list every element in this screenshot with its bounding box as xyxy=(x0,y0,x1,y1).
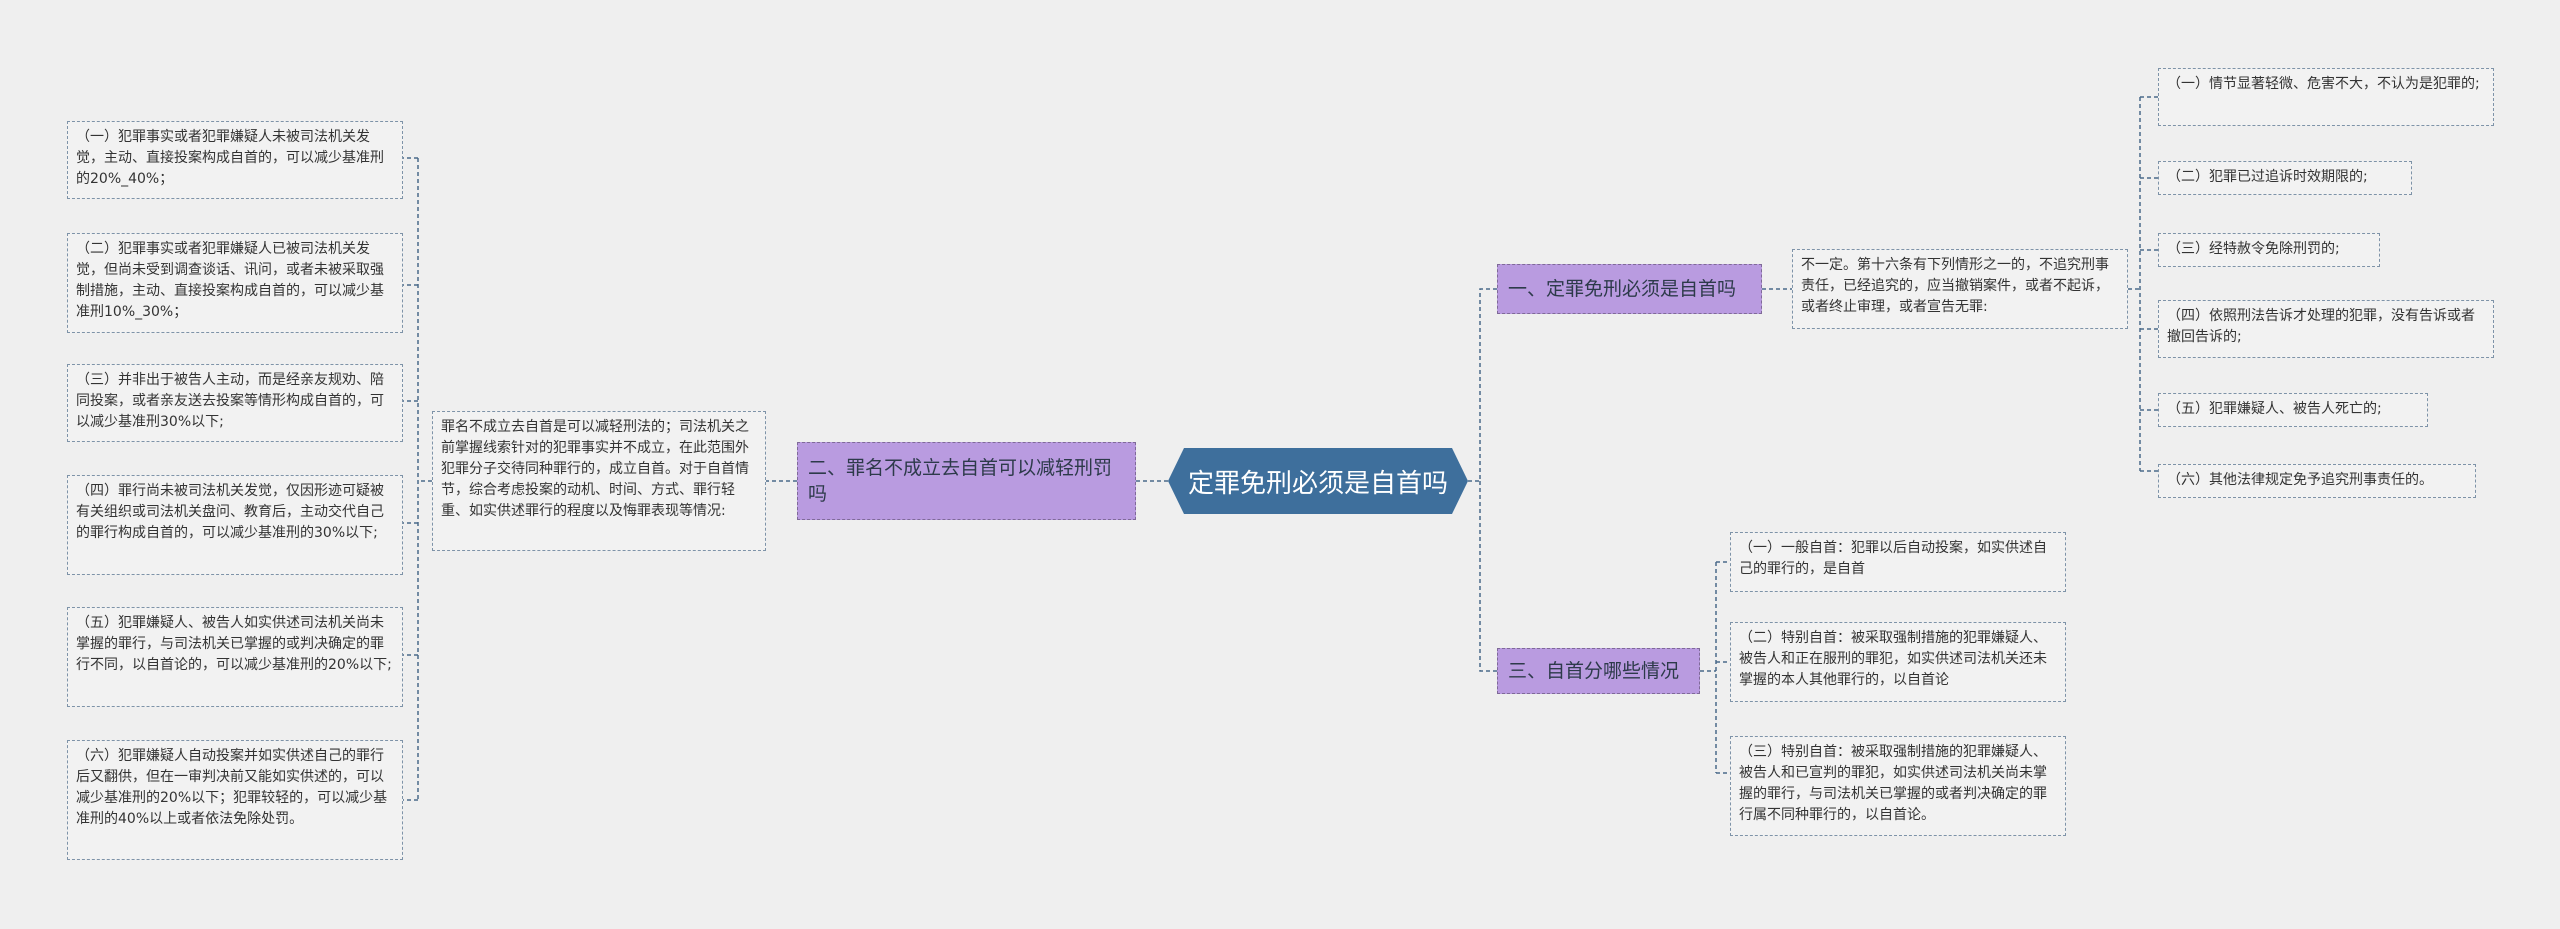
branch-1-item-6-text: （六）其他法律规定免予追究刑事责任的。 xyxy=(2167,472,2433,488)
branch-2-item-3[interactable]: （三）并非出于被告人主动，而是经亲友规劝、陪同投案，或者亲友送去投案等情形构成自… xyxy=(67,364,403,442)
branch-2-item-2[interactable]: （二）犯罪事实或者犯罪嫌疑人已被司法机关发觉，但尚未受到调查谈话、讯问，或者未被… xyxy=(67,233,403,333)
branch-1-item-5-text: （五）犯罪嫌疑人、被告人死亡的; xyxy=(2167,401,2382,417)
branch-3-item-1[interactable]: （一）一般自首：犯罪以后自动投案，如实供述自己的罪行的，是自首 xyxy=(1730,532,2066,592)
branch-2-item-5-text: （五）犯罪嫌疑人、被告人如实供述司法机关尚未掌握的罪行，与司法机关已掌握的或判决… xyxy=(76,615,392,673)
branch-3-label: 三、自首分哪些情况 xyxy=(1508,660,1680,682)
branch-3-item-3[interactable]: （三）特别自首：被采取强制措施的犯罪嫌疑人、被告人和已宣判的罪犯，如实供述司法机… xyxy=(1730,736,2066,836)
branch-2-item-6-text: （六）犯罪嫌疑人自动投案并如实供述自己的罪行后又翻供，但在一审判决前又能如实供述… xyxy=(76,748,388,827)
branch-2-label: 二、罪名不成立去自首可以减轻刑罚吗 xyxy=(808,457,1113,505)
branch-1-item-4[interactable]: （四）依照刑法告诉才处理的犯罪，没有告诉或者撤回告诉的; xyxy=(2158,300,2494,358)
branch-2-item-4-text: （四）罪行尚未被司法机关发觉，仅因形迹可疑被有关组织或司法机关盘问、教育后，主动… xyxy=(76,483,384,541)
branch-2-node[interactable]: 二、罪名不成立去自首可以减轻刑罚吗 xyxy=(797,442,1136,520)
branch-1-item-2-text: （二）犯罪已过追诉时效期限的; xyxy=(2167,169,2368,185)
branch-1-item-3-text: （三）经特赦令免除刑罚的; xyxy=(2167,241,2340,257)
branch-1-item-6[interactable]: （六）其他法律规定免予追究刑事责任的。 xyxy=(2158,464,2476,498)
branch-1-summary[interactable]: 不一定。第十六条有下列情形之一的，不追究刑事责任，已经追究的，应当撤销案件，或者… xyxy=(1792,249,2128,329)
branch-2-item-6[interactable]: （六）犯罪嫌疑人自动投案并如实供述自己的罪行后又翻供，但在一审判决前又能如实供述… xyxy=(67,740,403,860)
branch-1-item-2[interactable]: （二）犯罪已过追诉时效期限的; xyxy=(2158,161,2412,195)
branch-3-item-3-text: （三）特别自首：被采取强制措施的犯罪嫌疑人、被告人和已宣判的罪犯，如实供述司法机… xyxy=(1739,744,2047,823)
branch-1-node[interactable]: 一、定罪免刑必须是自首吗 xyxy=(1497,264,1762,314)
branch-3-item-1-text: （一）一般自首：犯罪以后自动投案，如实供述自己的罪行的，是自首 xyxy=(1739,540,2047,577)
branch-2-item-4[interactable]: （四）罪行尚未被司法机关发觉，仅因形迹可疑被有关组织或司法机关盘问、教育后，主动… xyxy=(67,475,403,575)
branch-2-item-1[interactable]: （一）犯罪事实或者犯罪嫌疑人未被司法机关发觉，主动、直接投案构成自首的，可以减少… xyxy=(67,121,403,199)
branch-2-summary[interactable]: 罪名不成立去自首是可以减轻刑法的；司法机关之前掌握线索针对的犯罪事实并不成立，在… xyxy=(432,411,766,551)
branch-3-node[interactable]: 三、自首分哪些情况 xyxy=(1497,648,1700,694)
branch-3-item-2-text: （二）特别自首：被采取强制措施的犯罪嫌疑人、被告人和正在服刑的罪犯，如实供述司法… xyxy=(1739,630,2047,688)
branch-1-item-1[interactable]: （一）情节显著轻微、危害不大，不认为是犯罪的; xyxy=(2158,68,2494,126)
branch-2-item-2-text: （二）犯罪事实或者犯罪嫌疑人已被司法机关发觉，但尚未受到调查谈话、讯问，或者未被… xyxy=(76,241,384,320)
branch-2-summary-text: 罪名不成立去自首是可以减轻刑法的；司法机关之前掌握线索针对的犯罪事实并不成立，在… xyxy=(441,419,749,519)
branch-1-summary-text: 不一定。第十六条有下列情形之一的，不追究刑事责任，已经追究的，应当撤销案件，或者… xyxy=(1801,257,2109,315)
branch-1-item-4-text: （四）依照刑法告诉才处理的犯罪，没有告诉或者撤回告诉的; xyxy=(2167,308,2475,345)
branch-1-label: 一、定罪免刑必须是自首吗 xyxy=(1508,278,1737,300)
branch-2-item-5[interactable]: （五）犯罪嫌疑人、被告人如实供述司法机关尚未掌握的罪行，与司法机关已掌握的或判决… xyxy=(67,607,403,707)
branch-3-item-2[interactable]: （二）特别自首：被采取强制措施的犯罪嫌疑人、被告人和正在服刑的罪犯，如实供述司法… xyxy=(1730,622,2066,702)
branch-1-item-5[interactable]: （五）犯罪嫌疑人、被告人死亡的; xyxy=(2158,393,2428,427)
branch-1-item-1-text: （一）情节显著轻微、危害不大，不认为是犯罪的; xyxy=(2167,76,2480,92)
branch-2-item-1-text: （一）犯罪事实或者犯罪嫌疑人未被司法机关发觉，主动、直接投案构成自首的，可以减少… xyxy=(76,129,384,187)
root-node[interactable]: 定罪免刑必须是自首吗 xyxy=(1168,448,1468,514)
branch-2-item-3-text: （三）并非出于被告人主动，而是经亲友规劝、陪同投案，或者亲友送去投案等情形构成自… xyxy=(76,372,384,430)
branch-1-item-3[interactable]: （三）经特赦令免除刑罚的; xyxy=(2158,233,2380,267)
root-title: 定罪免刑必须是自首吗 xyxy=(1187,468,1448,499)
